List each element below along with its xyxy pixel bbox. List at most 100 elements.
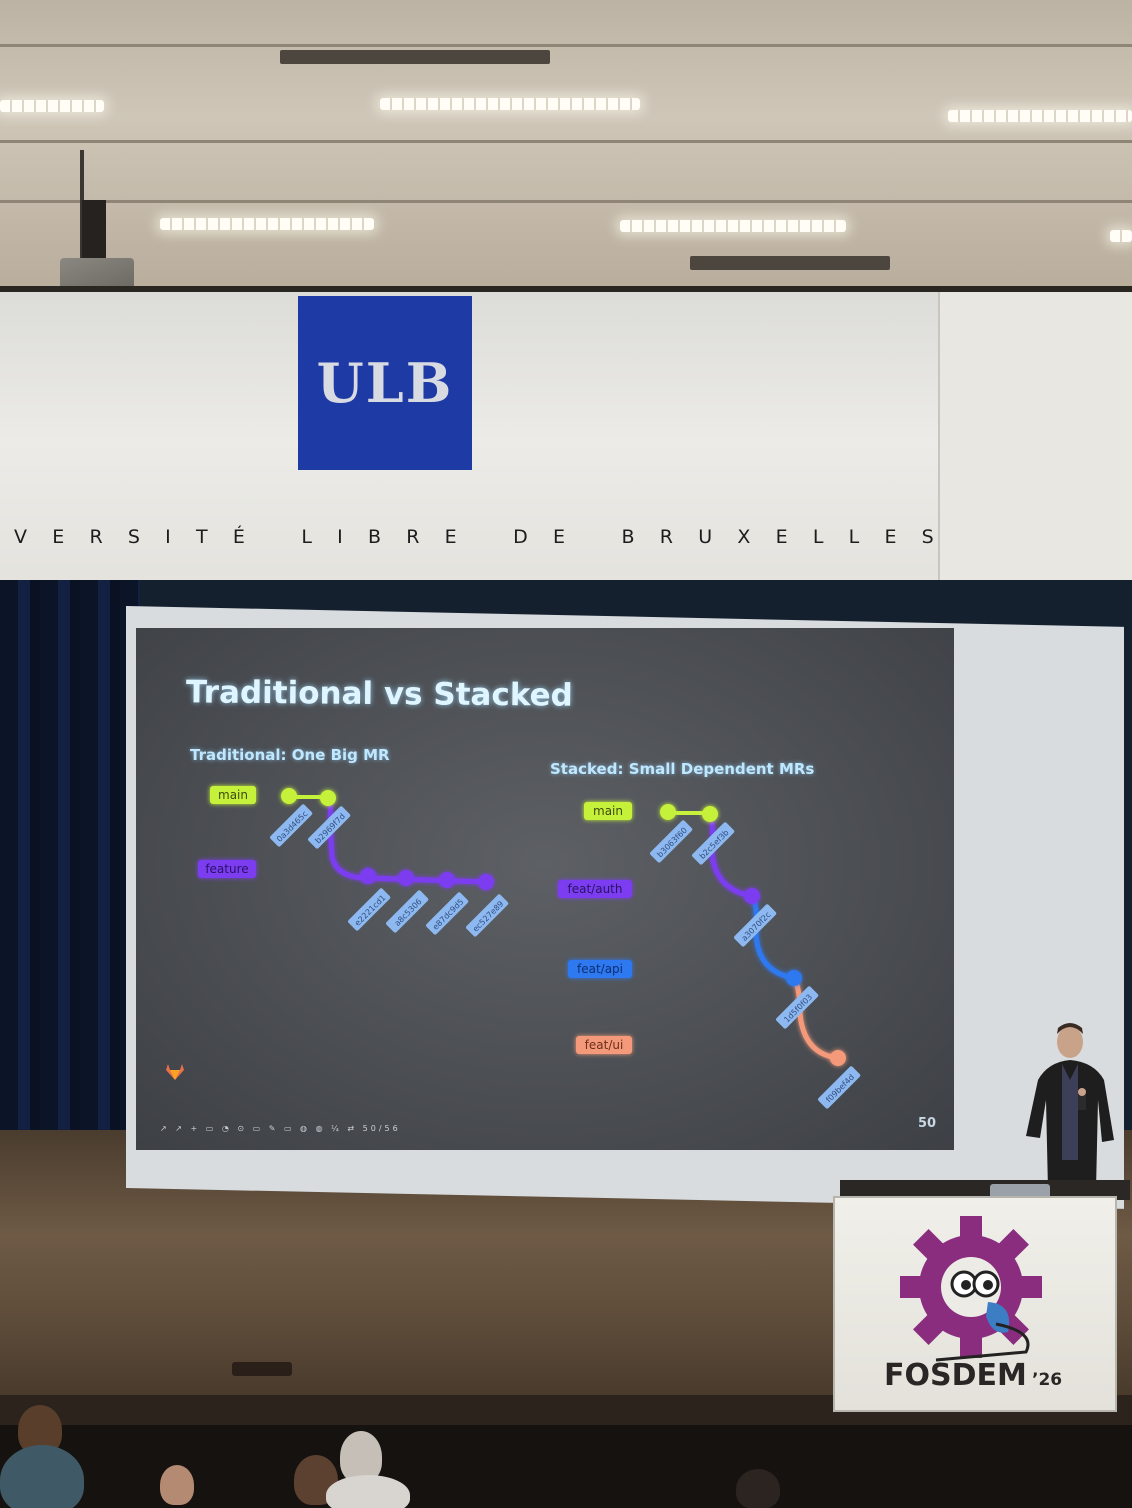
audience: [0, 1405, 1132, 1508]
stacked-auth-tag-label: feat/auth: [568, 882, 623, 896]
ceiling-seam: [0, 140, 1132, 143]
gitlab-icon: [166, 1064, 184, 1080]
beam-letter: L: [301, 526, 312, 548]
slide-toolbar[interactable]: ↗ ↗ + ▭ ◔ ⊙ ▭ ✎ ▭ ◍ ◍ ¼ ⇄ 50/56: [160, 1124, 401, 1133]
trad-feature-commit-label-1-text: e2221cd1: [353, 893, 388, 928]
beam-letter: B: [621, 526, 635, 548]
trad-feature-commit-label-4-text: ec527e89: [471, 899, 505, 933]
beam-letter: X: [737, 526, 751, 548]
ceiling-light: [380, 98, 640, 110]
trad-main-commit-1: [281, 788, 297, 804]
stacked-api-tag-box: [568, 960, 632, 978]
stacked-auth-commit: [744, 888, 760, 904]
ceiling-speaker: [82, 200, 106, 260]
trad-feature-commit-label-2-box: [386, 890, 429, 933]
beam-letter: S: [127, 526, 140, 548]
audience-head: [736, 1469, 780, 1508]
beam-letter: V: [14, 526, 27, 548]
stage-curtain: [0, 580, 140, 1140]
traditional-heading: Traditional: One Big MR: [190, 746, 390, 764]
stacked-main-commit-1: [660, 804, 676, 820]
stacked-ui-line: [791, 975, 841, 1061]
trad-main-commit-2: [320, 790, 336, 806]
trad-feature-commit-4: [478, 874, 494, 890]
trad-main-commit-label-1: 0a3d465c: [270, 804, 313, 847]
stacked-main-commit-label-1: b3063f60: [650, 820, 693, 863]
ceiling: [0, 0, 1132, 290]
podium-top: [840, 1180, 1130, 1200]
beam-letter: L: [848, 526, 860, 548]
floor-grate: [232, 1362, 292, 1376]
stacked-api-tag-label: feat/api: [577, 962, 623, 976]
stacked-ui-tag-label: feat/ui: [585, 1038, 624, 1052]
audience-head: [340, 1431, 382, 1483]
presentation-slide: Traditional vs Stacked Traditional: One …: [136, 628, 954, 1150]
beam-letter: T: [195, 526, 208, 548]
trad-main-tag-label: main: [218, 788, 248, 802]
stacked-auth-tag-box: [558, 880, 632, 898]
beam-letter: L: [812, 526, 824, 548]
trad-feature-commit-label-4-box: [466, 894, 509, 937]
fosdem-gear-logo: [900, 1216, 1042, 1362]
stacked-api-commit: [786, 970, 802, 986]
beam-letter: D: [513, 526, 528, 548]
beam-letter: E: [52, 526, 65, 548]
beam-letter: E: [553, 526, 566, 548]
trad-feature-commit-2: [398, 870, 414, 886]
stacked-auth-commit-label-box: [734, 904, 777, 947]
beam-letter: [482, 526, 488, 548]
beam-letter: I: [337, 526, 343, 548]
ceiling-vent: [690, 256, 890, 270]
logo-text: ULB: [316, 351, 454, 415]
fosdem-logo-year: ’26: [1032, 1370, 1063, 1390]
stacked-main-tag-label: main: [593, 804, 623, 818]
stacked-auth-line: [707, 811, 755, 899]
ceiling-light: [1110, 230, 1132, 242]
university-logo: ULB: [298, 296, 472, 470]
trad-main-commit-label-1-box: [270, 804, 313, 847]
audience-head: [160, 1465, 194, 1505]
stacked-api-commit-label-box: [776, 986, 819, 1029]
beam-letter: [270, 526, 276, 548]
beam-letter: E: [775, 526, 788, 548]
stacked-ui-commit-label-box: [818, 1066, 861, 1109]
ceiling-seam: [0, 44, 1132, 47]
beam-letter: S: [921, 526, 934, 548]
trad-feature-commit-1: [360, 868, 376, 884]
trad-main-commit-label-1-text: 0a3d465c: [275, 809, 310, 844]
ceiling-vent: [280, 50, 550, 64]
ceiling-light: [0, 100, 104, 112]
trad-feature-line: [325, 795, 489, 885]
stacked-ui-commit-label: f09bef4d: [818, 1066, 861, 1109]
stacked-ui-commit: [830, 1050, 846, 1066]
beam-letter: E: [884, 526, 897, 548]
trad-feature-tag-box: [198, 860, 256, 878]
trad-feature-commit-label-4: ec527e89: [466, 894, 509, 937]
trad-main-commit-label-2-box: [308, 806, 351, 849]
stacked-main-commit-2: [702, 806, 718, 822]
trad-feature-commit-label-1-box: [348, 888, 391, 931]
trad-feature-commit-label-3-text: e87dc9d5: [431, 897, 466, 932]
trad-feature-commit-label-3-box: [426, 892, 469, 935]
beam-letter: B: [367, 526, 381, 548]
audience-shoulders: [0, 1445, 84, 1508]
beam-side-panel: [938, 292, 1132, 582]
ceiling-seam: [0, 200, 1132, 203]
trad-main-tag-box: [210, 786, 256, 804]
beam-letter: [590, 526, 596, 548]
beam-letter: R: [89, 526, 103, 548]
trad-feature-tag-label: feature: [205, 862, 248, 876]
beam-letter: U: [698, 526, 713, 548]
ceiling-light: [160, 218, 374, 230]
ceiling-light: [620, 220, 846, 232]
beam-letter: R: [406, 526, 420, 548]
stacked-main-tag-box: [584, 802, 632, 820]
fosdem-logo-text: FOSDEM: [884, 1358, 1027, 1393]
slide-page-number: 50: [918, 1116, 937, 1131]
trad-feature-commit-3: [439, 872, 455, 888]
stacked-heading: Stacked: Small Dependent MRs: [550, 760, 815, 778]
stacked-api-line: [749, 893, 797, 981]
trad-feature-commit-label-1: e2221cd1: [348, 888, 391, 931]
